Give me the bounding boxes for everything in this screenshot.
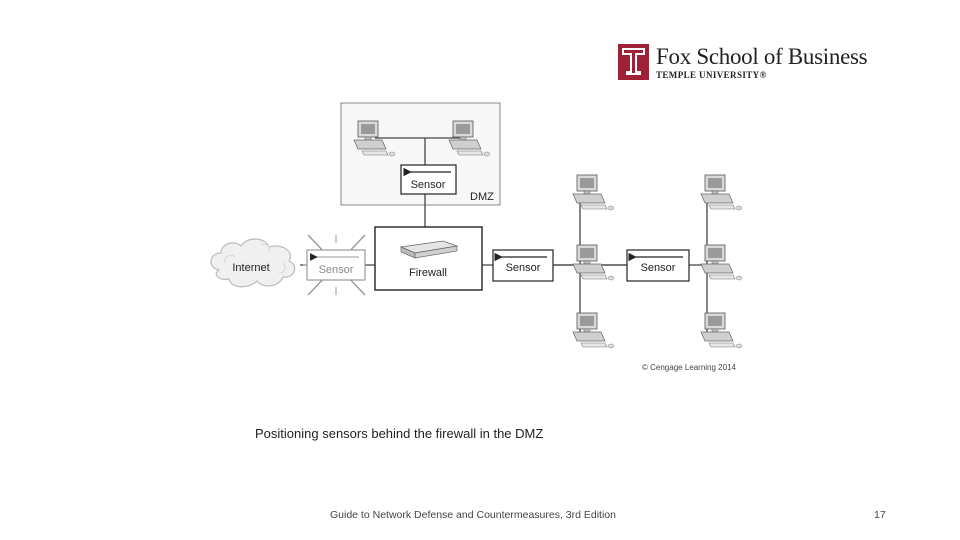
- logo-school-name: Fox School of Business: [656, 44, 868, 69]
- logo-university-name: TEMPLE UNIVERSITY®: [656, 70, 767, 80]
- internet-cloud-icon: Internet: [210, 238, 296, 288]
- sensor-behind-firewall-label: Sensor: [506, 262, 541, 274]
- firewall-box: [374, 226, 483, 291]
- fox-school-logo: Fox School of Business TEMPLE UNIVERSITY…: [618, 44, 888, 84]
- dmz-sensor-label: Sensor: [411, 179, 446, 191]
- lan1-computer-2-icon: [572, 244, 615, 281]
- footer-text: Guide to Network Defense and Countermeas…: [330, 509, 616, 521]
- network-diagram: Sensor DMZ Internet Sensor Firew: [205, 95, 765, 380]
- internal-sensor-label: Sensor: [641, 262, 676, 274]
- firewall-device-icon: [399, 240, 459, 259]
- crossed-out-sensor: Sensor: [303, 234, 366, 296]
- crossed-sensor-label: Sensor: [319, 264, 354, 276]
- page-number: 17: [874, 509, 886, 521]
- dmz-sensor-box: [400, 164, 457, 195]
- internal-sensor-box: [626, 249, 690, 282]
- firewall-label: Firewall: [409, 267, 447, 279]
- dmz-label: DMZ: [470, 191, 494, 203]
- lan1-computer-1-icon: [572, 174, 615, 211]
- copyright-notice: © Cengage Learning 2014: [642, 363, 737, 372]
- lan1-computer-3-icon: [572, 312, 615, 349]
- temple-t-logo-icon: [618, 44, 649, 80]
- figure-caption: Positioning sensors behind the firewall …: [255, 426, 544, 441]
- internet-label: Internet: [232, 262, 269, 274]
